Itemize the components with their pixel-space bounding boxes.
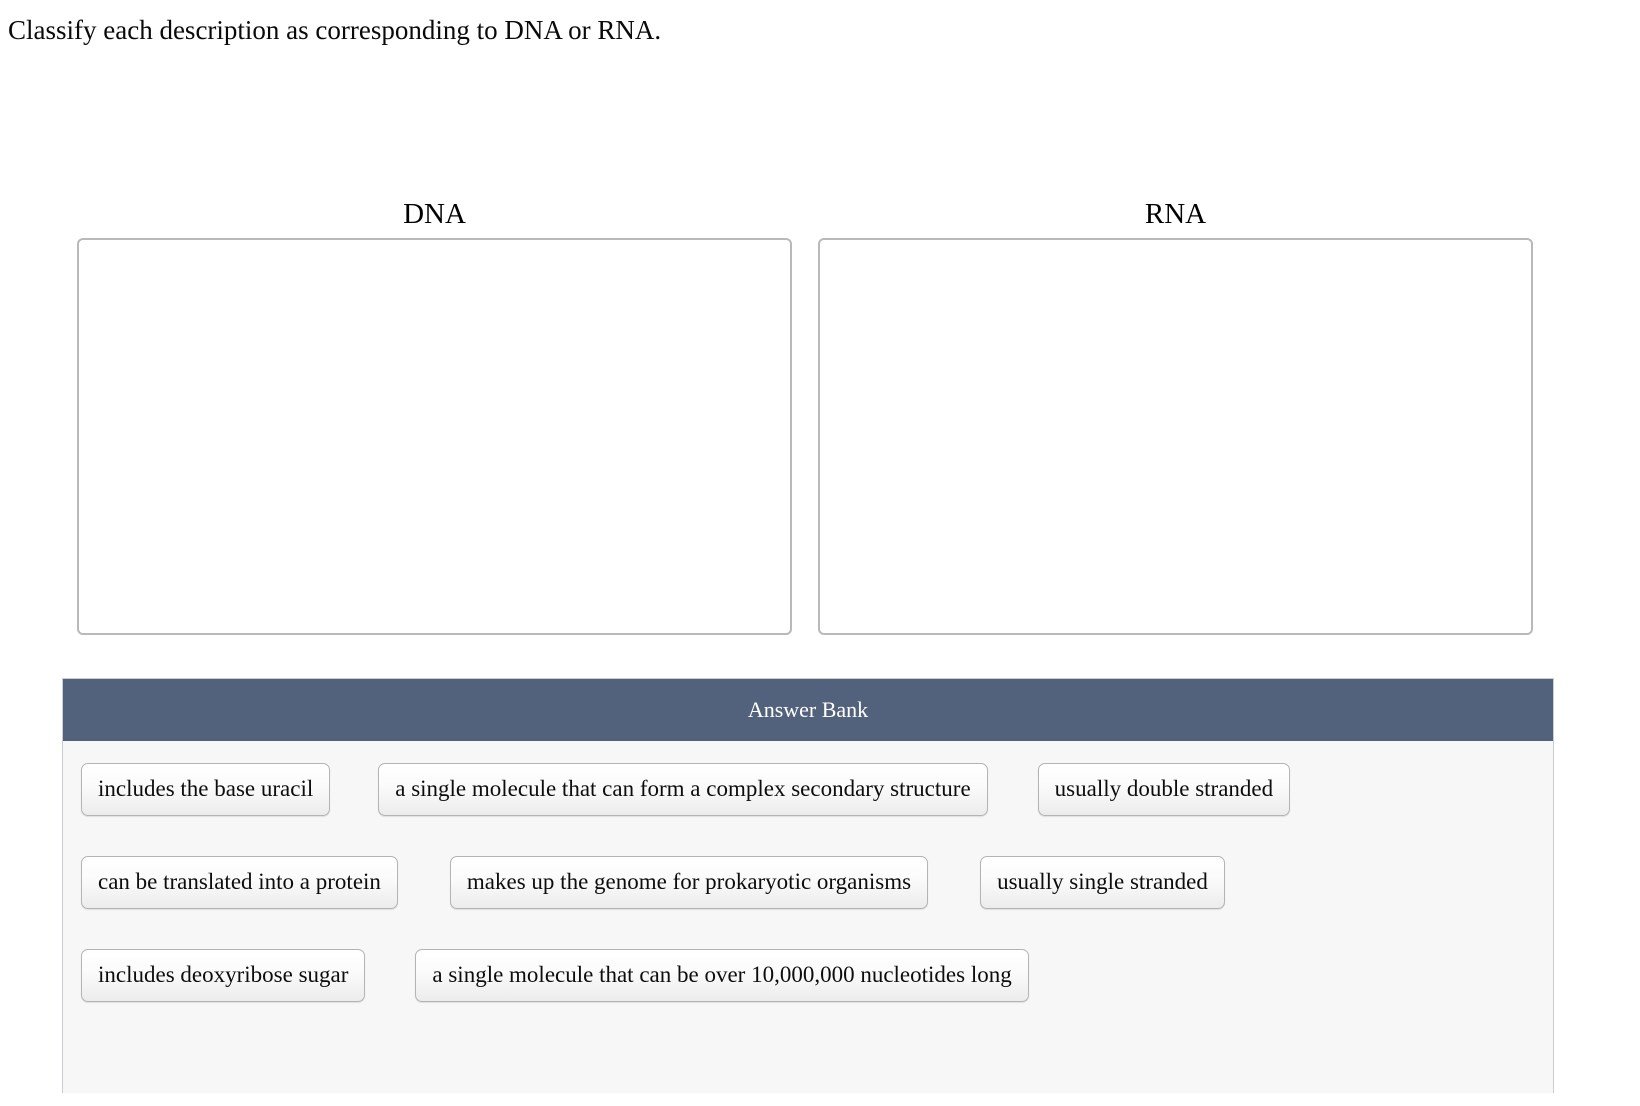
answer-tile[interactable]: usually single stranded: [980, 856, 1225, 909]
answer-tile[interactable]: a single molecule that can be over 10,00…: [415, 949, 1029, 1002]
category-dna: DNA: [77, 194, 792, 635]
page-title: Classify each description as correspondi…: [8, 15, 662, 45]
answer-bank-title: Answer Bank: [63, 679, 1553, 741]
category-columns: DNA RNA: [0, 194, 1640, 649]
dropzone-dna[interactable]: [77, 238, 792, 635]
answer-tile[interactable]: a single molecule that can form a comple…: [378, 763, 988, 816]
answer-bank-body: includes the base uracil a single molecu…: [63, 741, 1553, 1093]
dropzone-rna[interactable]: [818, 238, 1533, 635]
category-rna-label: RNA: [1144, 198, 1207, 230]
answer-tile[interactable]: usually double stranded: [1037, 763, 1291, 816]
category-rna: RNA: [818, 194, 1533, 635]
answer-bank-row: includes deoxyribose sugar a single mole…: [81, 949, 1535, 1002]
answer-tile[interactable]: includes deoxyribose sugar: [81, 949, 366, 1002]
answer-bank-row: can be translated into a protein makes u…: [81, 856, 1535, 909]
answer-tile[interactable]: includes the base uracil: [81, 763, 331, 816]
answer-bank-row: includes the base uracil a single molecu…: [81, 763, 1535, 816]
answer-tile[interactable]: can be translated into a protein: [81, 856, 398, 909]
answer-tile[interactable]: makes up the genome for prokaryotic orga…: [449, 856, 929, 909]
answer-bank: Answer Bank includes the base uracil a s…: [62, 678, 1554, 1093]
category-dna-label: DNA: [403, 198, 466, 230]
